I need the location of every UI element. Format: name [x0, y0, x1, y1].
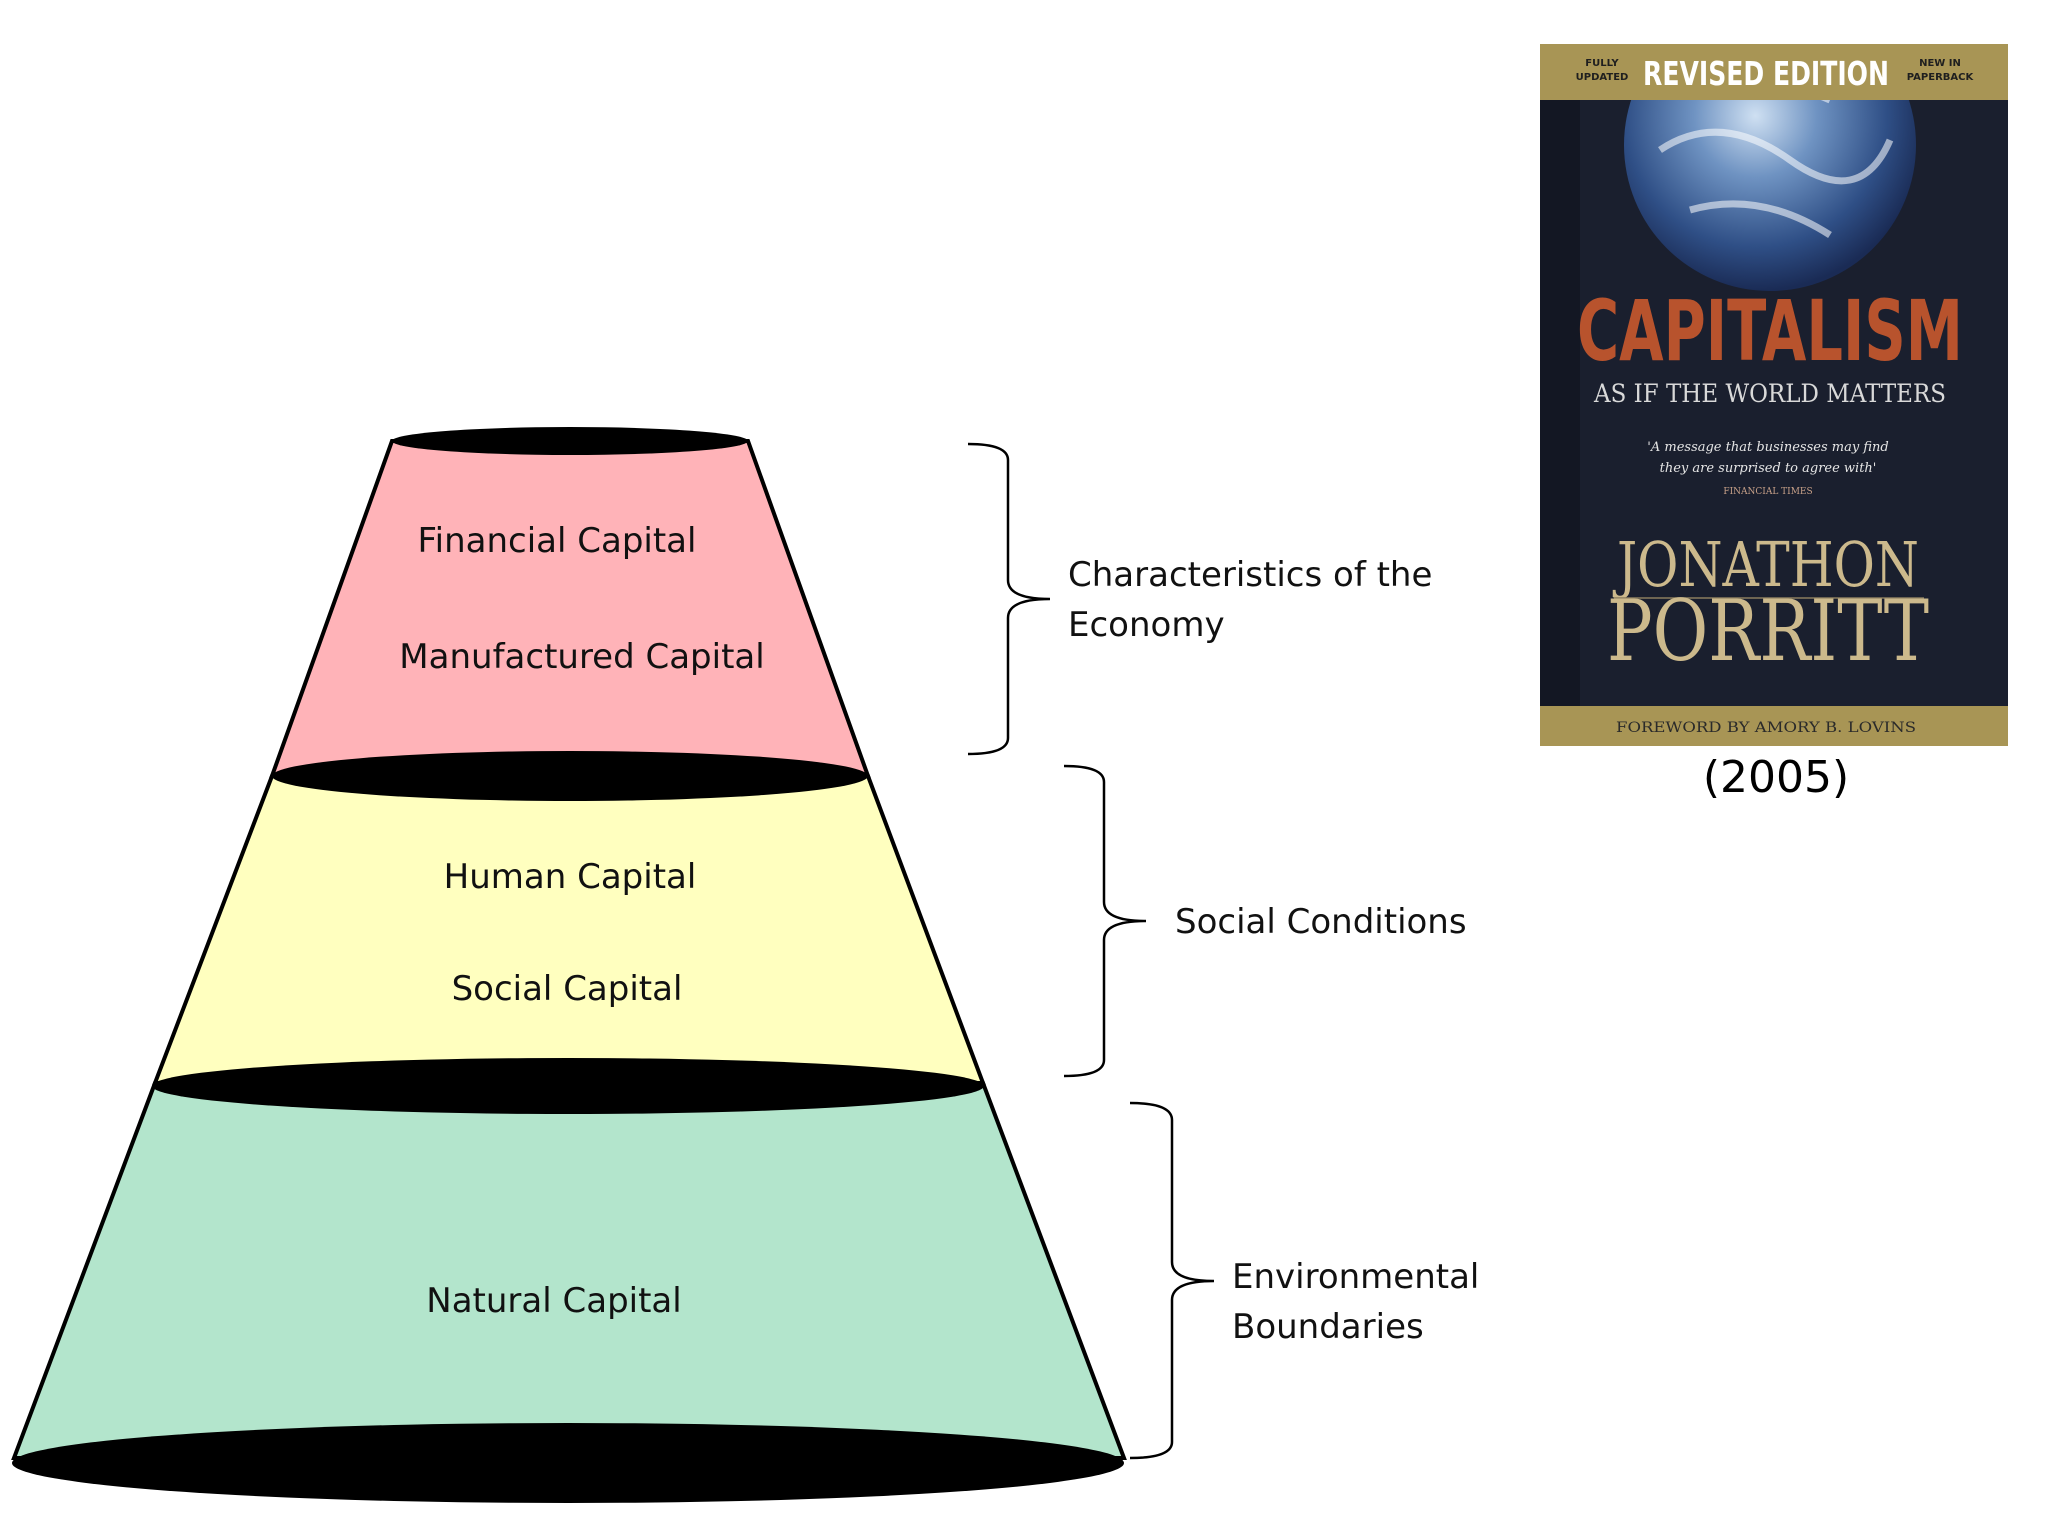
- book-cover: FULLY UPDATED REVISED EDITION NEW IN PAP…: [1540, 44, 2008, 746]
- bracket-environment: Environmental Boundaries: [1129, 1101, 1479, 1460]
- book-banner: [1540, 44, 2008, 100]
- brace-social: [1063, 764, 1147, 1078]
- bracket-label-environment-line1: Environmental: [1232, 1257, 1479, 1297]
- book-foreword: FOREWORD BY AMORY B. LOVINS: [1616, 720, 1916, 736]
- pyramid-ring-2: [152, 1058, 984, 1114]
- bracket-economy: Characteristics of the Economy: [967, 442, 1432, 756]
- banner-right-line1: NEW IN: [1919, 58, 1961, 69]
- book-cover-side-shade: [1540, 44, 1580, 746]
- book-title: CAPITALISM: [1577, 282, 1963, 380]
- banner-right-line2: PAPERBACK: [1907, 72, 1975, 83]
- tier-label-human-capital: Human Capital: [444, 857, 697, 897]
- tier-label-financial-capital: Financial Capital: [418, 521, 697, 561]
- tier-social-body: [152, 774, 986, 1085]
- bracket-label-social: Social Conditions: [1175, 902, 1467, 942]
- tier-label-social-capital: Social Capital: [452, 969, 683, 1009]
- tier-economy-body: [269, 439, 871, 778]
- banner-left-line1: FULLY: [1585, 58, 1619, 69]
- brace-economy: [967, 442, 1051, 756]
- banner-left-line2: UPDATED: [1576, 72, 1629, 83]
- capital-pyramid: Financial Capital Manufactured Capital H…: [11, 427, 1127, 1503]
- book-author-first: JONATHON: [1612, 528, 1919, 601]
- brace-environment: [1129, 1101, 1215, 1460]
- book-quote-source: FINANCIAL TIMES: [1723, 487, 1812, 497]
- pyramid-ring-1: [272, 751, 868, 801]
- book-year: (2005): [1703, 752, 1849, 803]
- earth-globe-image: [1624, 44, 1916, 291]
- banner-edition: REVISED EDITION: [1643, 54, 1889, 93]
- tier-label-manufactured-capital: Manufactured Capital: [399, 637, 764, 677]
- book-subtitle: AS IF THE WORLD MATTERS: [1593, 379, 1946, 408]
- bracket-label-economy-line2: Economy: [1068, 605, 1225, 645]
- book-quote-line1: 'A message that businesses may find: [1647, 440, 1888, 455]
- tier-environment-body: [11, 1081, 1127, 1460]
- pyramid-ring-base: [12, 1423, 1124, 1503]
- tier-label-natural-capital: Natural Capital: [426, 1281, 681, 1321]
- book-author-last: PORRITT: [1607, 582, 1929, 680]
- bracket-social: Social Conditions: [1063, 764, 1467, 1078]
- book-foreword-banner: [1540, 706, 2008, 746]
- bracket-label-economy-line1: Characteristics of the: [1068, 555, 1432, 595]
- pyramid-ring-top: [392, 427, 748, 455]
- bracket-label-environment-line2: Boundaries: [1232, 1307, 1424, 1347]
- book-quote-line2: they are surprised to agree with': [1660, 461, 1877, 476]
